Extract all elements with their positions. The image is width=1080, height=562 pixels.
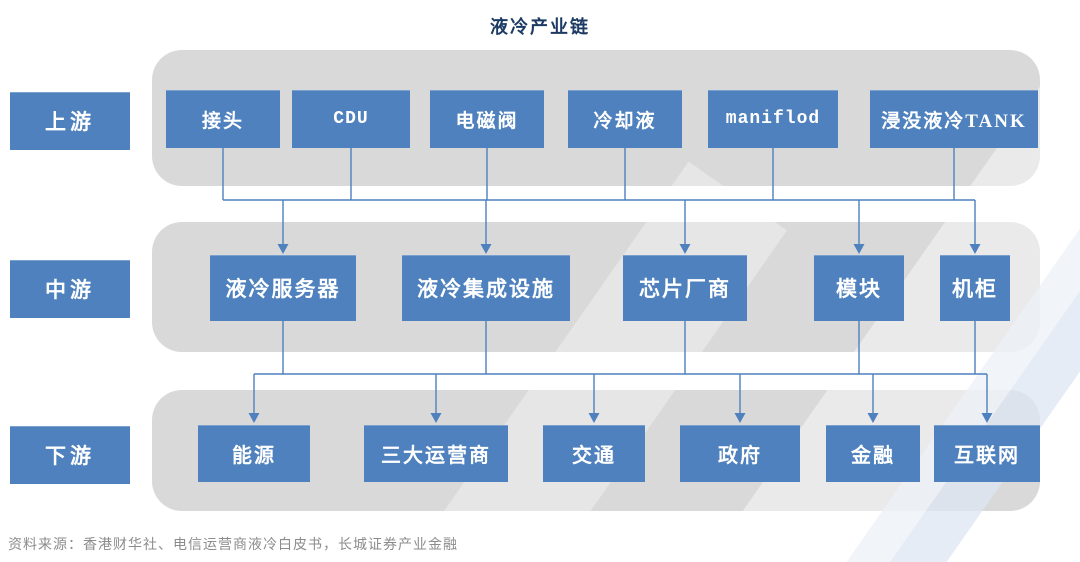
node-coolant: 冷却液 [568,90,682,148]
node-cdu: CDU [292,90,410,148]
node-internet: 互联网 [934,425,1040,482]
node-module: 模块 [814,255,904,321]
node-energy: 能源 [198,425,310,482]
page-title: 液冷产业链 [490,17,590,37]
node-cabinet: 机柜 [940,255,1010,321]
source-note: 资料来源：香港财华社、电信运营商液冷白皮书，长城证券产业金融 [8,538,458,553]
node-liquid-cooling-integration: 液冷集成设施 [402,255,570,321]
node-liquid-cooling-server: 液冷服务器 [210,255,356,321]
node-government: 政府 [680,425,800,482]
node-connector: 接头 [166,90,280,148]
tier-label-midstream: 中游 [10,260,130,318]
node-finance: 金融 [826,425,920,482]
tier-label-downstream: 下游 [10,426,130,484]
node-chip-manufacturer: 芯片厂商 [623,255,747,321]
node-solenoid-valve: 电磁阀 [430,90,544,148]
node-telecom-operators: 三大运营商 [364,425,508,482]
node-manifold: maniflod [708,90,838,148]
node-transportation: 交通 [543,425,645,482]
node-immersion-tank: 浸没液冷TANK [870,90,1038,148]
tier-label-upstream: 上游 [10,92,130,150]
